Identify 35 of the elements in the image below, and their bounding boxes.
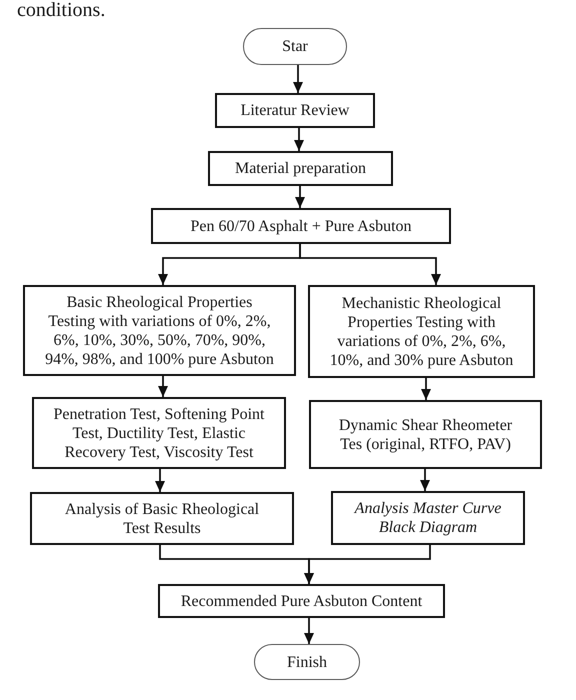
box-text: Recommended Pure Asbuton Content <box>180 592 422 610</box>
box-text: Basic Rheological Properties Testing with variations of 0%, 2%, 6%, 10%, 30%, 50%, 70%, 90%, 94%, 98%, and 100% pure Asbuton <box>44 292 275 368</box>
box-text: Analysis of Basic Rheological Test Results <box>64 500 260 538</box>
box-text: Star <box>282 37 308 56</box>
process-box <box>32 397 286 469</box>
box-text: Mechanistic Rheological Properties Testing with variations of 0%, 2%, 6%, 10%, and 30% pure Asbuton <box>328 294 514 370</box>
arrow <box>155 469 165 492</box>
process-box <box>215 93 375 128</box>
arrow <box>294 128 304 151</box>
box-text: Pen 60/70 Asphalt + Pure Asbuton <box>190 216 412 236</box>
process-box <box>308 285 535 378</box>
process-box <box>208 151 393 186</box>
note-text: conditions. <box>17 0 106 20</box>
arrow <box>293 65 303 93</box>
terminal-pill <box>243 28 347 65</box>
arrow <box>420 469 430 491</box>
box-text: Literatur Review <box>240 101 350 120</box>
box-text: Finish <box>286 652 327 672</box>
process-box <box>331 491 525 545</box>
arrow <box>304 545 431 584</box>
box-text: Penetration Test, Softening Point Test, Ductility Test, Elastic Recovery Test, Viscosity Test <box>52 404 266 462</box>
process-box <box>309 400 542 469</box>
process-box <box>30 492 294 545</box>
arrow <box>421 378 431 400</box>
arrow <box>295 186 305 208</box>
box-text: Analysis Master Curve Black Diagram <box>352 499 502 537</box>
arrow <box>299 244 441 285</box>
process-box <box>151 208 451 244</box>
box-text: Material preparation <box>234 159 366 178</box>
process-box <box>23 285 296 376</box>
arrow <box>304 618 314 644</box>
box-text: Dynamic Shear Rheometer Tes (original, RTFO, PAV) <box>338 416 514 454</box>
terminal-pill <box>254 644 360 680</box>
arrow <box>158 376 168 397</box>
process-box <box>158 584 445 618</box>
